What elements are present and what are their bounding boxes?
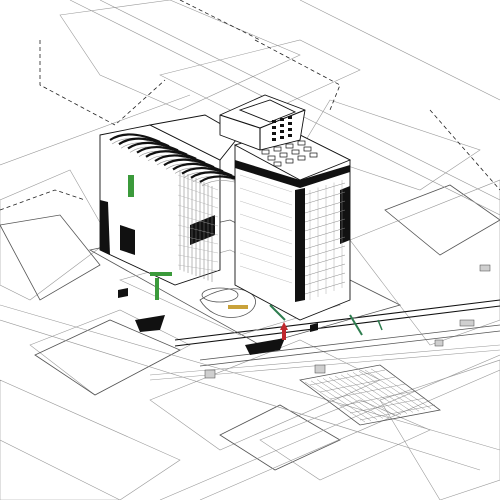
planter-accent: [150, 272, 172, 276]
rooftop-penthouse: [219, 94, 306, 151]
boundary-dashed-line: [0, 0, 500, 211]
stair-accent: [349, 314, 363, 336]
right-tower: [233, 129, 352, 321]
hatched-markers: [204, 264, 491, 379]
tree-accent: [155, 278, 159, 300]
left-tower: [99, 114, 241, 286]
colored-accents: [150, 272, 383, 340]
platform-grid: [299, 364, 441, 426]
tread-accent: [228, 305, 248, 309]
figure-accent: [280, 322, 288, 340]
